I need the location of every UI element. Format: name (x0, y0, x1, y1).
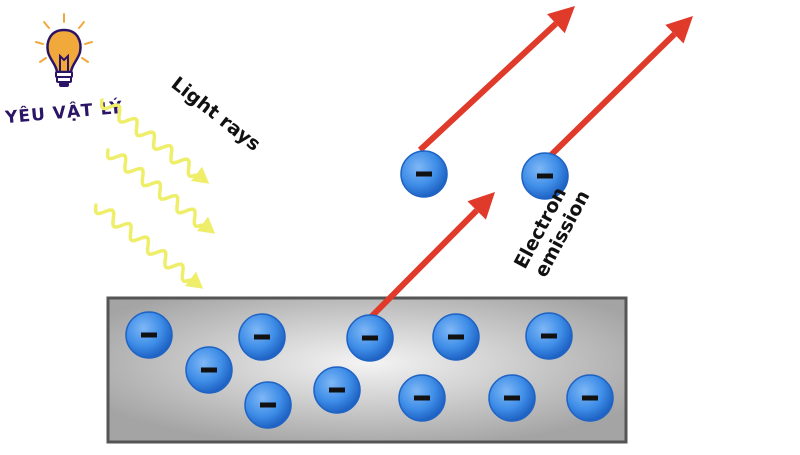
minus-sign-icon (537, 173, 553, 179)
bulb-rays (35, 13, 93, 63)
plate-electron (125, 311, 173, 359)
arrow-shaft (417, 21, 558, 153)
minus-sign-icon (541, 333, 557, 339)
light-ray (99, 98, 210, 184)
plate-electron (398, 374, 446, 422)
plate-electron (313, 366, 361, 414)
logo: YÊU VẬT LÝ (3, 13, 124, 128)
minus-sign-icon (201, 367, 217, 373)
minus-sign-icon (254, 334, 270, 340)
plate-electron (525, 312, 573, 360)
electrons (125, 150, 614, 429)
emission-arrow (367, 192, 495, 321)
arrow-shaft (545, 32, 677, 161)
light-ray (93, 203, 204, 289)
plate-electron (185, 346, 233, 394)
minus-sign-icon (141, 332, 157, 338)
emission-arrow (545, 16, 693, 161)
plate-electron (346, 314, 394, 362)
plate-electron (238, 313, 286, 361)
lightbulb-icon (35, 13, 93, 87)
arrow-head (547, 6, 575, 34)
plate-electron (432, 313, 480, 361)
light-ray-wave (99, 98, 198, 178)
light-ray-arrowhead (185, 271, 204, 289)
arrow-head (467, 192, 495, 220)
minus-sign-icon (414, 395, 430, 401)
light-ray (105, 148, 216, 234)
minus-sign-icon (582, 395, 598, 401)
plate-electron (244, 381, 292, 429)
minus-sign-icon (448, 334, 464, 340)
minus-sign-icon (260, 402, 276, 408)
light-rays (93, 98, 216, 289)
light-ray-arrowhead (197, 216, 216, 234)
emitted-electron (521, 152, 569, 200)
arrow-shaft (367, 208, 479, 321)
plate-electron (566, 374, 614, 422)
minus-sign-icon (362, 335, 378, 341)
minus-sign-icon (416, 171, 432, 177)
plate-electron (488, 374, 536, 422)
light-ray-arrowhead (191, 166, 210, 184)
emitted-electron (400, 150, 448, 198)
light-ray-wave (93, 203, 192, 283)
emission-arrow (417, 6, 575, 153)
minus-sign-icon (329, 387, 345, 393)
light-ray-wave (105, 148, 204, 228)
electron-emission-label: Electron emission (510, 176, 594, 282)
minus-sign-icon (504, 395, 520, 401)
emission-arrows (367, 6, 693, 321)
logo-text: YÊU VẬT LÝ (3, 96, 123, 128)
arrow-head (665, 16, 693, 44)
light-rays-label: Light rays (167, 73, 265, 156)
